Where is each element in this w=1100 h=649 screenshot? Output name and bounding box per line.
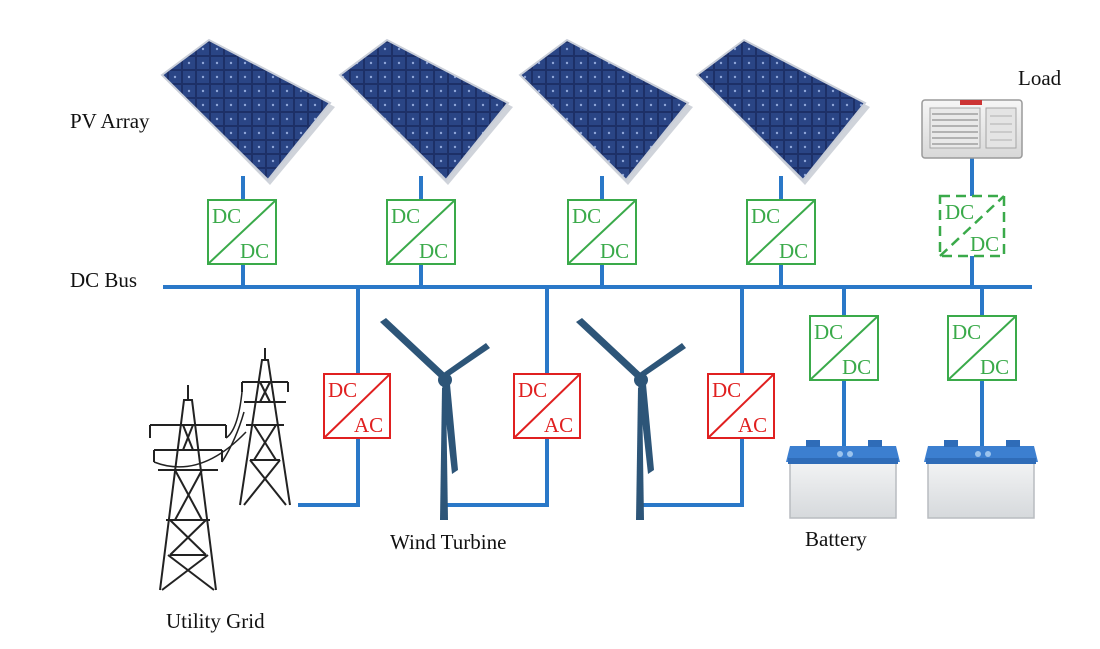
pv-array-label: PV Array <box>70 109 150 133</box>
converter-output-label: AC <box>738 413 767 437</box>
solar-panel-icon <box>338 38 513 185</box>
converter-input-label: DC <box>328 378 357 402</box>
converter-output-label: DC <box>970 232 999 256</box>
utility-grid-label: Utility Grid <box>166 609 265 633</box>
converter-output-label: DC <box>779 239 808 263</box>
converter-input-label: DC <box>212 204 241 228</box>
air-conditioner-icon <box>921 99 1023 159</box>
converter-output-label: AC <box>544 413 573 437</box>
grid-wire <box>298 285 360 507</box>
wind-turbine-label: Wind Turbine <box>390 530 506 554</box>
converter-output-label: DC <box>600 239 629 263</box>
converter-input-label: DC <box>814 320 843 344</box>
wind1-dc-ac-converter: DC AC <box>513 373 581 439</box>
converter-input-label: DC <box>712 378 741 402</box>
converter-input-label: DC <box>391 204 420 228</box>
converter-output-label: DC <box>419 239 448 263</box>
load-dc-dc-converter: DC DC <box>938 194 1006 258</box>
converter-output-label: AC <box>354 413 383 437</box>
converter-input-label: DC <box>572 204 601 228</box>
solar-panel-icon <box>518 38 693 185</box>
wind2-wire <box>638 285 744 507</box>
transmission-tower-icon <box>149 348 291 591</box>
converter-input-label: DC <box>751 204 780 228</box>
pv3-dc-dc-converter: DC DC <box>567 199 637 265</box>
wind1-wire <box>443 285 549 507</box>
wind2-dc-ac-converter: DC AC <box>707 373 775 439</box>
solar-panel-icon <box>695 38 870 185</box>
converter-input-label: DC <box>952 320 981 344</box>
wind-turbine-icon <box>380 318 490 520</box>
converter-output-label: DC <box>842 355 871 379</box>
wind-turbine-icon <box>576 318 686 520</box>
pv1-dc-dc-converter: DC DC <box>207 199 277 265</box>
dc-bus-label: DC Bus <box>70 268 137 292</box>
pv4-dc-dc-converter: DC DC <box>746 199 816 265</box>
battery-label: Battery <box>805 527 867 551</box>
battery1-dc-dc-converter: DC DC <box>809 315 879 381</box>
load-label: Load <box>1018 66 1062 90</box>
grid-dc-ac-converter: DC AC <box>323 373 391 439</box>
converter-output-label: DC <box>240 239 269 263</box>
converter-input-label: DC <box>945 200 974 224</box>
converter-output-label: DC <box>980 355 1009 379</box>
battery-icon <box>924 440 1038 519</box>
battery2-dc-dc-converter: DC DC <box>947 315 1017 381</box>
battery-icon <box>786 440 900 519</box>
converter-input-label: DC <box>518 378 547 402</box>
pv2-dc-dc-converter: DC DC <box>386 199 456 265</box>
solar-panel-icon <box>160 38 335 185</box>
